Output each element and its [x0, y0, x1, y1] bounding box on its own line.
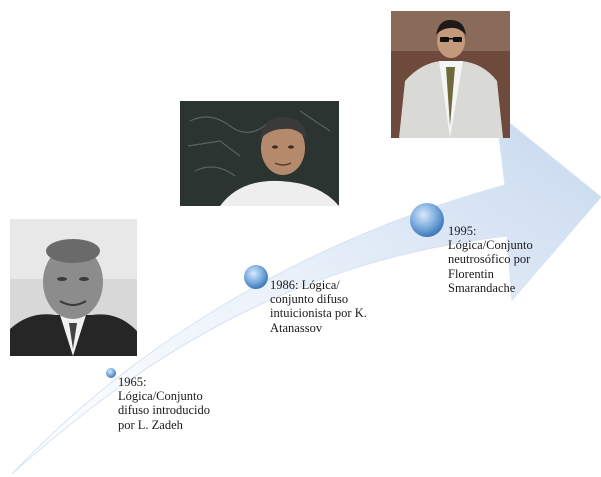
milestone-marker-1995 [410, 203, 444, 237]
portrait-photo-atanassov [180, 101, 339, 206]
milestone-text-1965: 1965: Lógica/Conjunto difuso introducido… [118, 375, 211, 432]
milestone-text-1986: 1986: Lógica/ conjunto difuso intuicioni… [270, 278, 367, 335]
timeline-arrow [11, 110, 601, 475]
portrait-photo-zadeh [10, 219, 137, 356]
milestone-text-1995: 1995: Lógica/Conjunto neutrosófico por F… [448, 224, 533, 295]
milestone-marker-1965 [106, 368, 116, 378]
portrait-photo-smarandache [391, 11, 510, 138]
milestone-marker-1986 [244, 265, 268, 289]
